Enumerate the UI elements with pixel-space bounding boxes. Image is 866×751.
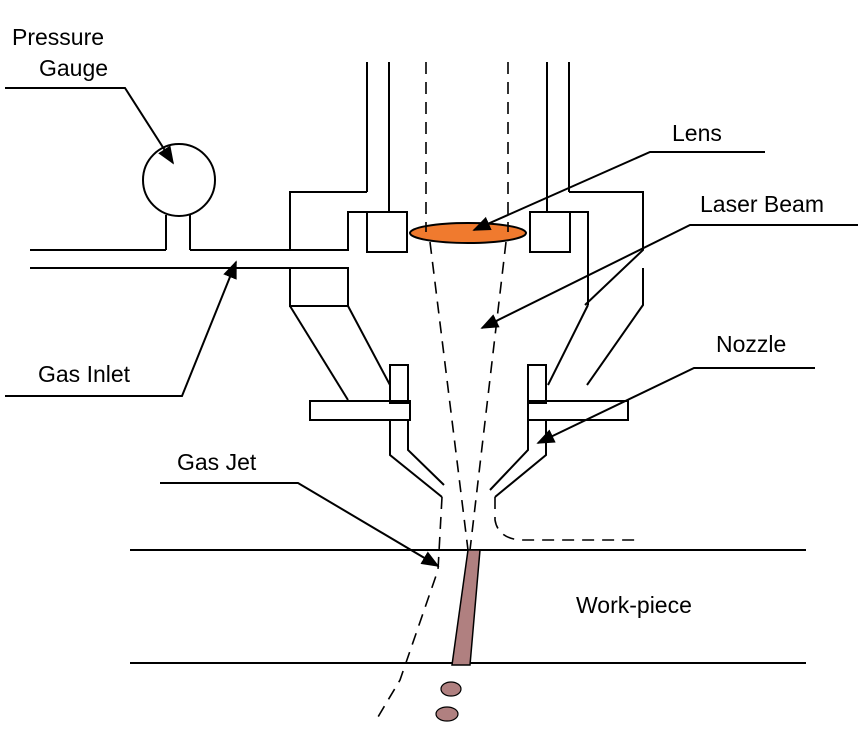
nozzle-body: [289, 267, 644, 498]
gas-jet-label: Gas Jet: [177, 449, 257, 475]
work-piece-label: Work-piece: [576, 592, 692, 618]
cut-kerf: [451, 549, 481, 666]
gas-inlet-label: Gas Inlet: [38, 361, 131, 387]
pressure-gauge-dial: [142, 143, 216, 217]
pressure-gauge-label-line1: Pressure: [12, 24, 104, 50]
cutting-head-body: [289, 62, 644, 306]
molten-droplet: [435, 706, 459, 722]
lens-label: Lens: [672, 120, 722, 146]
laser-beam-label: Laser Beam: [700, 191, 824, 217]
laser-beam-lines: [425, 62, 509, 551]
leader-lines: [5, 87, 858, 567]
gas-pipe: [30, 215, 290, 269]
molten-droplet: [440, 681, 462, 697]
nozzle-label: Nozzle: [716, 331, 786, 357]
lens-shape: [409, 222, 527, 244]
pressure-gauge-label-line2: Gauge: [39, 55, 108, 81]
gas-jet-lines: [374, 496, 640, 723]
